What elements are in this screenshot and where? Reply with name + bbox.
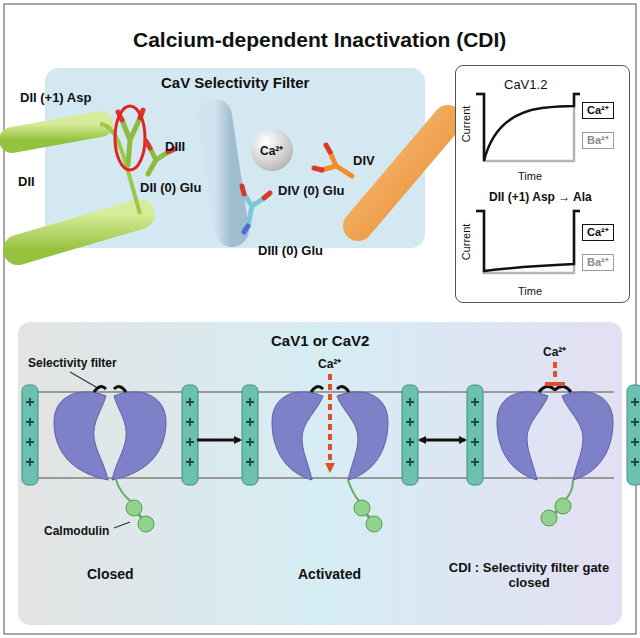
axis-label: Current (460, 224, 472, 261)
text-label: DII (+1) Asp → Ala (489, 190, 592, 204)
channel-cdi-part (627, 385, 640, 485)
channel-cdi-part (553, 362, 557, 380)
node-text: Ca²⁺ (583, 103, 613, 118)
mutant-traces (476, 211, 580, 273)
channel-activated-part (348, 480, 360, 502)
channel-cdi-part (545, 382, 565, 386)
channel-activated-part (354, 500, 370, 516)
state-arrows-part (420, 439, 465, 442)
text-label: Ca²⁺ (543, 343, 566, 360)
outer-frame-part (4, 4, 636, 634)
wt-traces-part (476, 94, 580, 161)
text-label: Time (518, 170, 542, 182)
channel-cdi-part (497, 392, 548, 480)
text-label: DII (0) Glu (140, 180, 201, 195)
node-text: Ca²⁺ (260, 142, 283, 159)
text-label: Time (518, 285, 542, 297)
channel-closed-part (112, 392, 166, 480)
glu-residue-div (314, 145, 352, 176)
channel-activated-part (272, 392, 323, 480)
helix-dii-part (12, 124, 100, 140)
node-text: CaV Selectivity Filter (161, 74, 309, 91)
channel-closed-part (126, 500, 142, 516)
axis-label: Current (460, 106, 472, 143)
channel-activated-part (337, 392, 388, 480)
channel-activated-part (402, 385, 418, 485)
channel-closed-part (182, 385, 198, 485)
text-label: DIII (0) Glu (258, 243, 323, 258)
channel-closed (22, 385, 198, 532)
asp-residue-part (115, 106, 145, 170)
text-label: Ca²⁺ (318, 355, 341, 372)
channel-activated-part (366, 516, 382, 532)
glu-residue-diii-part (242, 186, 244, 194)
legend-box-ca: Ca²⁺ (582, 224, 614, 241)
text-label: Selectivity filter (28, 356, 117, 370)
asp-residue (115, 106, 145, 170)
legend-box-ba: Ba²⁺ (582, 132, 614, 149)
channel-cdi (467, 362, 640, 526)
channel-cdi-part (539, 386, 571, 392)
wt-traces-part (476, 94, 580, 161)
helix-div-part (358, 120, 448, 226)
glu-residue-div-part (322, 152, 352, 176)
glu-residue-diii-part (244, 194, 264, 226)
leader-lines (70, 372, 130, 528)
text-label: DII (+1) Asp (20, 90, 91, 105)
helix-dii-part (18, 214, 140, 250)
legend-box-ca: Ca²⁺ (582, 102, 614, 119)
state-arrows (197, 439, 465, 442)
channel-activated-part (328, 374, 332, 470)
channel-closed-part (22, 385, 38, 485)
text-label: CDI : Selectivity filter gate closed (440, 560, 618, 590)
trace-panel: CaV1.2Ca²⁺ Ba²⁺ Ca²⁺ Ba²⁺ (455, 65, 630, 303)
glu-residue-dii-part (146, 141, 150, 148)
text-label: DII (18, 174, 35, 189)
text-label: Activated (298, 566, 361, 582)
text-label: DIV (353, 153, 375, 168)
channel-cdi-part (467, 385, 483, 485)
leader-lines-part (70, 372, 96, 387)
glu-residue-div-part (326, 145, 330, 152)
node-text: Ba²⁺ (583, 255, 613, 270)
channel-closed-part (138, 516, 154, 532)
channel-closed-part (116, 480, 132, 502)
text-label: DIII (165, 139, 185, 154)
glu-residue-diii-part (264, 193, 270, 198)
leader-lines-part (114, 522, 130, 528)
channel-closed-part (94, 387, 126, 392)
channel-activated (242, 374, 418, 532)
channel-activated-part (242, 385, 258, 485)
channel-cdi-part (555, 498, 571, 514)
wt-traces (476, 94, 580, 161)
node-text: CaV1.2 (504, 77, 547, 92)
glu-residue-diii (242, 186, 270, 232)
node-text: Ca²⁺ (583, 225, 613, 240)
helix-div (358, 120, 448, 226)
node-text: Ba²⁺ (583, 133, 613, 148)
channel-cdi-part (565, 480, 573, 500)
text-label: Calmodulin (44, 524, 109, 538)
mutant-traces-part (476, 211, 580, 271)
diagram-title: Calcium-dependent Inactivation (CDI) (133, 28, 506, 52)
asp-residue-part (122, 118, 140, 165)
glu-residue-div-part (314, 168, 322, 170)
mutant-traces-part (476, 211, 580, 273)
node-text: CaV1 or CaV2 (271, 332, 369, 349)
text-label: DIV (0) Glu (278, 183, 344, 198)
helix-dii (12, 124, 140, 250)
text-label: Closed (87, 566, 134, 582)
legend-box-ba: Ba²⁺ (582, 254, 614, 271)
helix-diii-part (215, 116, 232, 230)
state-arrows-part (197, 439, 240, 442)
glu-residue-diii-part (244, 226, 248, 232)
calcium-ion: Ca²⁺ (251, 129, 293, 171)
helix-diii (215, 116, 232, 230)
channel-closed-part (54, 392, 108, 480)
channel-cdi-part (541, 510, 557, 526)
channel-cdi-part (562, 392, 613, 480)
